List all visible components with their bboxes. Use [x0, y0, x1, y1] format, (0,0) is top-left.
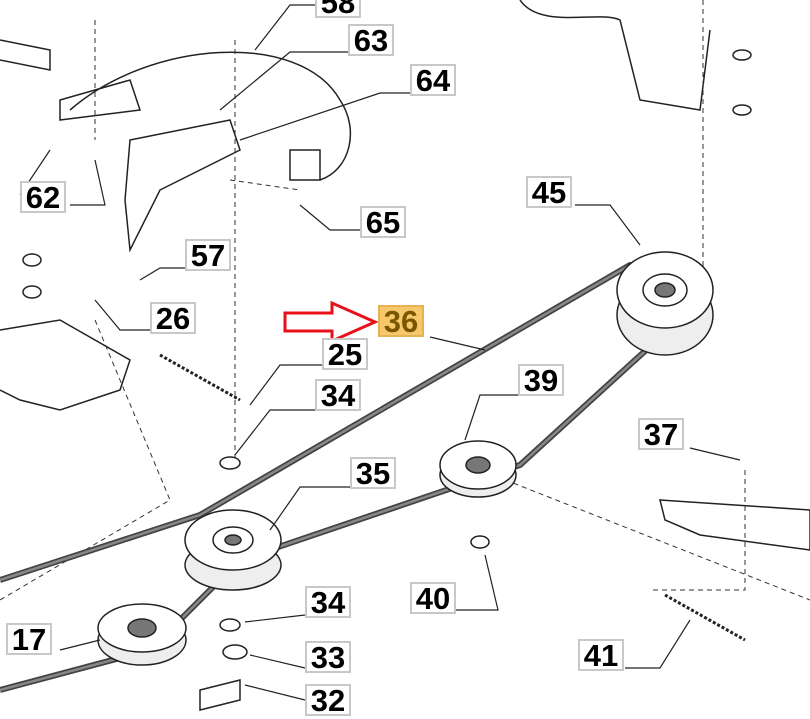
pulley-35: [184, 509, 282, 591]
part-label-37[interactable]: 37: [638, 418, 684, 450]
bracket-upper: [59, 79, 142, 121]
part-label-62[interactable]: 62: [20, 181, 66, 213]
clip-65: [289, 149, 321, 181]
spring-rod: [519, 0, 711, 111]
part-label-26[interactable]: 26: [150, 302, 196, 334]
part-label-32[interactable]: 32: [305, 684, 351, 716]
pulley-45: [616, 251, 714, 356]
idler-arm: [659, 499, 810, 551]
part-label-63[interactable]: 63: [348, 24, 394, 56]
part-label-34[interactable]: 34: [315, 379, 361, 411]
part-label-33[interactable]: 33: [305, 641, 351, 673]
spring-41: [664, 593, 746, 642]
part-label-45[interactable]: 45: [526, 176, 572, 208]
part-label-58[interactable]: 58: [315, 0, 361, 18]
deck-cover: [69, 51, 352, 181]
part-label-17[interactable]: 17: [6, 623, 52, 655]
highlight-arrow-icon: [283, 300, 379, 344]
part-label-35[interactable]: 35: [350, 457, 396, 489]
part-label-64[interactable]: 64: [410, 64, 456, 96]
bracket-left: [0, 39, 51, 71]
part-label-25[interactable]: 25: [322, 338, 368, 370]
pulley-39: [439, 440, 517, 498]
pulley-17: [97, 603, 187, 666]
bracket-64: [124, 119, 241, 253]
part-label-40[interactable]: 40: [410, 582, 456, 614]
spring-25: [159, 353, 241, 402]
part-label-36-highlighted[interactable]: 36: [378, 305, 424, 337]
part-label-57[interactable]: 57: [185, 239, 231, 271]
part-label-41[interactable]: 41: [578, 639, 624, 671]
part-label-39[interactable]: 39: [518, 364, 564, 396]
left-guard: [0, 319, 131, 411]
part-label-65[interactable]: 65: [360, 206, 406, 238]
part-label-34-lower[interactable]: 34: [305, 586, 351, 618]
